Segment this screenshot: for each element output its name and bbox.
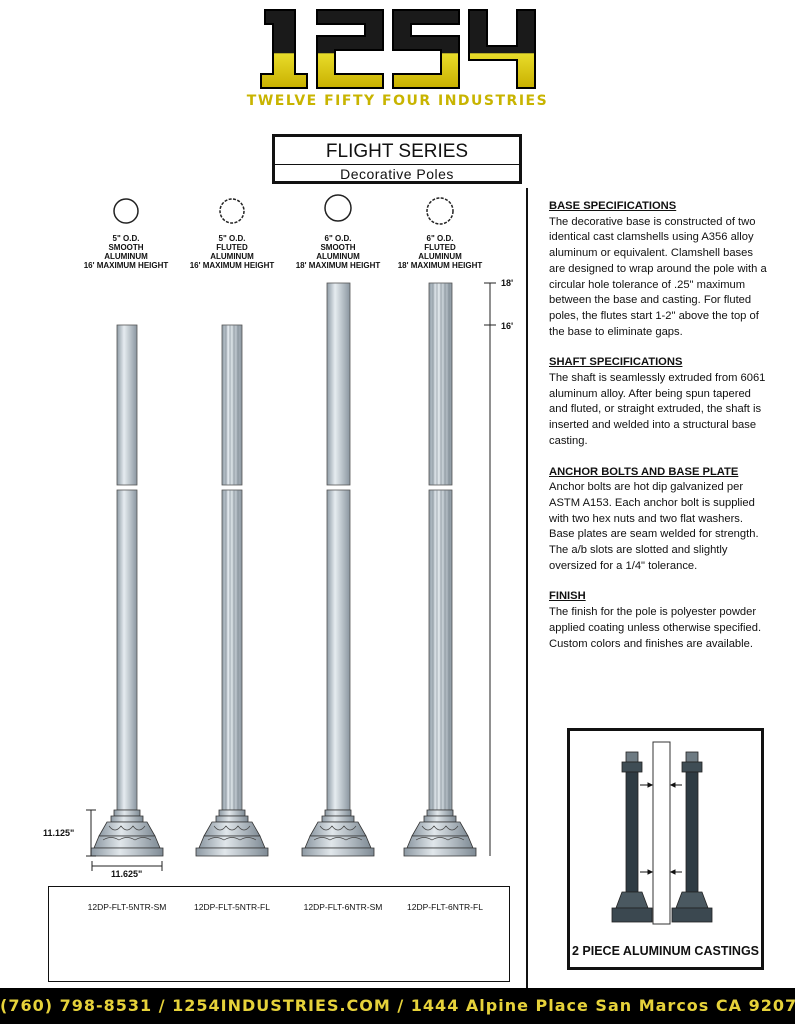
footer-contact: (760) 798-8531 / 1254INDUSTRIES.COM / 14… — [0, 996, 795, 1015]
page-title: FLIGHT SERIES — [325, 141, 469, 162]
dim-height-18: 18' — [501, 278, 514, 288]
spec-body-shaft: The shaft is seamlessly extruded from 60… — [549, 372, 766, 447]
inset-pole-left — [611, 751, 653, 923]
base-dimension — [86, 809, 163, 871]
part-number-1: 12DP-FLT-5NTR-SM — [87, 902, 167, 912]
dim-height-16: 16' — [501, 321, 514, 331]
dim-base-width: 11.625" — [111, 869, 143, 879]
cross-section-smooth-5 — [113, 198, 139, 224]
pole-smooth-6 — [301, 282, 375, 857]
spec-heading-shaft: SHAFT SPECIFICATIONS — [549, 356, 683, 369]
spec-body-anchor: Anchor bolts are hot dip galvanized per … — [549, 481, 759, 572]
page-subtitle: Decorative Poles — [340, 166, 454, 182]
title-box: FLIGHT SERIES Decorative Poles — [272, 134, 522, 184]
spec-body-finish: The finish for the pole is polyester pow… — [549, 606, 762, 650]
inset-caption: 2 PIECE ALUMINUM CASTINGS — [571, 944, 760, 958]
part-number-2: 12DP-FLT-5NTR-FL — [194, 902, 270, 912]
brand-logo — [260, 9, 536, 89]
spec-heading-base: BASE SPECIFICATIONS — [549, 200, 677, 212]
specifications: BASE SPECIFICATIONS The decorative base … — [549, 199, 769, 667]
footer-bar: (760) 798-8531 / 1254INDUSTRIES.COM / 14… — [0, 988, 795, 1024]
brand-tagline: TWELVE FIFTY FOUR INDUSTRIES — [246, 93, 549, 109]
spec-heading-finish: FINISH — [549, 590, 586, 603]
part-number-box — [48, 886, 510, 982]
cross-section-smooth-6 — [324, 194, 352, 222]
part-number-3: 12DP-FLT-6NTR-SM — [303, 902, 383, 912]
cross-section-fluted-5 — [219, 198, 245, 224]
spec-body-base: The decorative base is constructed of tw… — [549, 215, 767, 338]
inset-castings-drawing — [611, 741, 713, 925]
dim-base-height: 11.125" — [43, 828, 75, 838]
cross-section-fluted-6 — [426, 197, 454, 225]
pole-fluted-5 — [195, 324, 269, 857]
castings-inset: 2 PIECE ALUMINUM CASTINGS — [567, 728, 764, 970]
column-divider — [526, 188, 528, 1016]
inset-pole-right — [671, 751, 713, 923]
spec-heading-anchor: ANCHOR BOLTS AND BASE PLATE — [549, 465, 739, 478]
height-dimension — [484, 282, 496, 856]
part-number-4: 12DP-FLT-6NTR-FL — [407, 902, 483, 912]
pole-smooth-5 — [90, 324, 164, 857]
title-divider — [275, 164, 519, 165]
pole-fluted-6 — [403, 282, 477, 857]
